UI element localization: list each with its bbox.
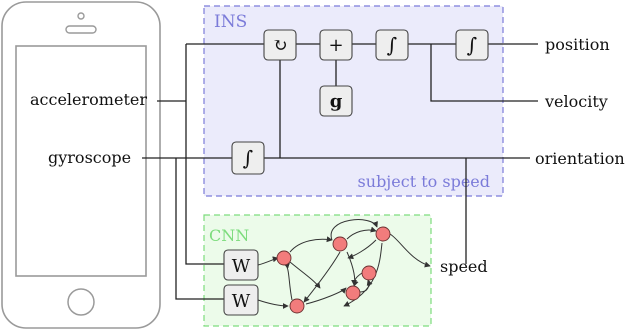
rotation-symbol: ↻ xyxy=(272,35,287,56)
weight-symbol-bottom: W xyxy=(232,291,251,312)
gyroscope-signal-path xyxy=(142,157,232,300)
position-integrator-block: ∫ xyxy=(455,29,489,61)
orientation-output-label: orientation xyxy=(535,149,625,168)
accelerometer-label: accelerometer xyxy=(30,90,147,109)
cnn-node xyxy=(289,298,305,314)
speed-output-label: speed xyxy=(440,257,488,276)
cnn-network-nodes xyxy=(276,226,391,314)
gravity-block: g xyxy=(319,85,353,117)
add-block: + xyxy=(319,29,353,61)
weight-block-bottom: W xyxy=(223,284,259,316)
accelerometer-signal-path xyxy=(157,43,264,265)
velocity-output-label: velocity xyxy=(544,92,608,111)
cnn-node xyxy=(332,236,348,252)
ins-footer-label: subject to speed xyxy=(358,172,490,191)
ins-title: INS xyxy=(214,12,247,32)
velocity-integrator-symbol: ∫ xyxy=(387,33,397,57)
weight-symbol-top: W xyxy=(232,256,251,277)
smartphone-icon xyxy=(1,1,161,329)
velocity-integrator-block: ∫ xyxy=(375,29,409,61)
orientation-integrator-symbol: ∫ xyxy=(243,146,253,170)
gyroscope-label: gyroscope xyxy=(48,148,131,167)
gravity-symbol: g xyxy=(330,91,343,112)
cnn-node xyxy=(345,285,361,301)
position-integrator-symbol: ∫ xyxy=(467,33,477,57)
ins-signal-path xyxy=(264,43,538,264)
weight-block-top: W xyxy=(223,249,259,281)
cnn-node xyxy=(375,226,391,242)
add-symbol: + xyxy=(328,35,343,56)
rotation-block: ↻ xyxy=(263,29,297,61)
position-output-label: position xyxy=(545,35,610,54)
cnn-node xyxy=(361,265,377,281)
orientation-integrator-block: ∫ xyxy=(231,141,265,175)
cnn-title: CNN xyxy=(209,226,249,245)
cnn-node xyxy=(276,250,292,266)
